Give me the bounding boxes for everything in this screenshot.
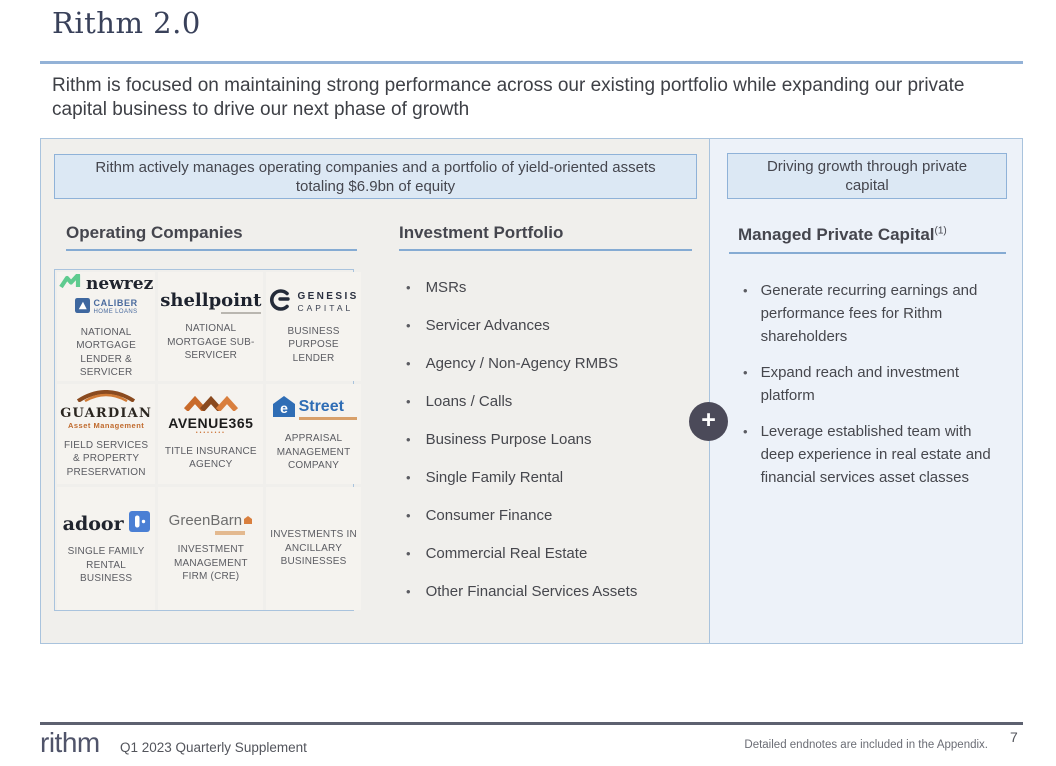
company-cell-shellpoint: shellpoint NATIONAL MORTGAGE SUB-SERVICE… [158,272,264,381]
caliber-icon [74,297,90,318]
avenue365-wordmark: AVENUE365 [168,414,254,431]
list-item: Business Purpose Loans [406,431,637,452]
genesis-wordmark-line2: CAPITAL [297,303,354,314]
company-caption: TITLE INSURANCE AGENCY [164,445,257,471]
list-item: Commercial Real Estate [406,545,637,566]
footer-label: Q1 2023 Quarterly Supplement [120,740,307,755]
list-item: Consumer Finance [406,507,637,528]
company-caption: SINGLE FAMILY RENTAL BUSINESS [67,546,145,585]
greenbarn-barn-icon [243,513,253,529]
list-item: Agency / Non-Agency RMBS [406,355,637,376]
guardian-subtext: Asset Management [67,421,145,431]
genesis-wordmark-line1: GENESIS [297,290,359,302]
company-cell-avenue365: AVENUE365 •••••••• TITLE INSURANCE AGENC… [158,384,264,484]
managed-private-capital-underline [729,252,1006,254]
footer-divider [40,722,1023,725]
operating-companies-grid: newrez CALIBER HOME LOANS NATIO [54,269,361,611]
company-caption: APPRAISAL MANAGEMENT COMPANY [276,433,351,472]
page-number: 7 [1010,729,1018,745]
avenue365-roofs-icon [183,396,239,416]
guardian-roof-icon [75,389,137,407]
left-banner: Rithm actively manages operating compani… [54,154,697,199]
private-capital-list: Generate recurring earnings and performa… [743,279,1007,502]
list-item: Loans / Calls [406,393,637,414]
existing-portfolio-panel: Rithm actively manages operating compani… [40,138,710,644]
adoor-wordmark: adoor [62,513,124,536]
svg-text:e: e [280,400,288,416]
company-caption: INVESTMENT MANAGEMENT FIRM (CRE) [174,544,248,583]
operating-companies-heading: Operating Companies [66,223,243,242]
avenue365-subtext: •••••••• [195,430,226,437]
private-capital-panel: Driving growth through private capital M… [709,138,1023,644]
newrez-icon [59,272,81,295]
company-cell-greenbarn: GreenBarn INVESTMENT MANAGEMENT FIRM (CR… [158,487,264,610]
footer-endnote: Detailed endnotes are included in the Ap… [744,739,988,751]
slide-subtitle: Rithm is focused on maintaining strong p… [52,75,965,120]
plus-icon: + [689,402,728,441]
list-item: Leverage established team with deep expe… [743,420,1007,489]
investment-portfolio-list: MSRs Servicer Advances Agency / Non-Agen… [406,279,638,621]
rithm-logo: rithm [40,727,100,758]
company-cell-guardian: GUARDIAN Asset Management FIELD SERVICES… [57,384,156,484]
caliber-wordmark: CALIBER [93,298,138,309]
title-divider [40,61,1023,64]
list-item: Generate recurring earnings and performa… [743,279,1007,348]
company-caption: INVESTMENTS IN ANCILLARY BUSINESSES [270,529,357,568]
list-item: Expand reach and investment platform [743,361,1007,407]
right-banner: Driving growth through private capital [727,153,1007,199]
investment-portfolio-heading: Investment Portfolio [399,223,564,242]
company-cell-estreet: e Street APPRAISAL MANAGEMENT COMPANY [266,384,361,484]
company-caption: NATIONAL MORTGAGE SUB-SERVICER [167,323,255,362]
shellpoint-wordmark: shellpoint [160,290,262,312]
estreet-subtext [298,417,357,421]
left-banner-text: Rithm actively manages operating compani… [95,158,656,195]
main-content: Rithm actively manages operating compani… [40,138,1023,644]
company-cell-adoor: adoor SINGLE FAMILY RENTAL BUSINESS [57,487,156,610]
page-title: Rithm 2.0 [52,6,201,40]
footnote-marker: (1) [934,225,947,237]
adoor-door-icon [128,511,150,537]
managed-private-capital-heading: Managed Private Capital(1) [738,225,947,244]
guardian-wordmark: GUARDIAN [60,406,153,422]
greenbarn-wordmark: GreenBarn [168,512,243,530]
operating-companies-underline [66,249,357,251]
list-item: Other Financial Services Assets [406,583,638,604]
company-cell-newrez-caliber: newrez CALIBER HOME LOANS NATIO [57,272,156,381]
company-caption: NATIONAL MORTGAGE LENDER & SERVICER [76,326,136,379]
genesis-capital-icon [268,288,292,317]
company-caption: BUSINESS PURPOSE LENDER [287,325,340,364]
estreet-wordmark: Street [298,398,344,416]
newrez-wordmark: newrez [86,274,154,294]
caliber-subtext: HOME LOANS [93,309,138,316]
list-item: Single Family Rental [406,469,637,490]
company-cell-genesis: GENESIS CAPITAL BUSINESS PURPOSE LENDER [266,272,361,381]
list-item: MSRs [406,279,637,300]
right-banner-text: Driving growth through private capital [766,158,968,194]
list-item: Servicer Advances [406,317,637,338]
company-cell-ancillary: INVESTMENTS IN ANCILLARY BUSINESSES [266,487,361,610]
estreet-house-icon: e [271,395,297,424]
greenbarn-subtext [215,531,246,536]
company-caption: FIELD SERVICES & PROPERTY PRESERVATION [63,439,149,478]
shellpoint-subtext [221,312,262,315]
investment-portfolio-underline [399,249,692,251]
